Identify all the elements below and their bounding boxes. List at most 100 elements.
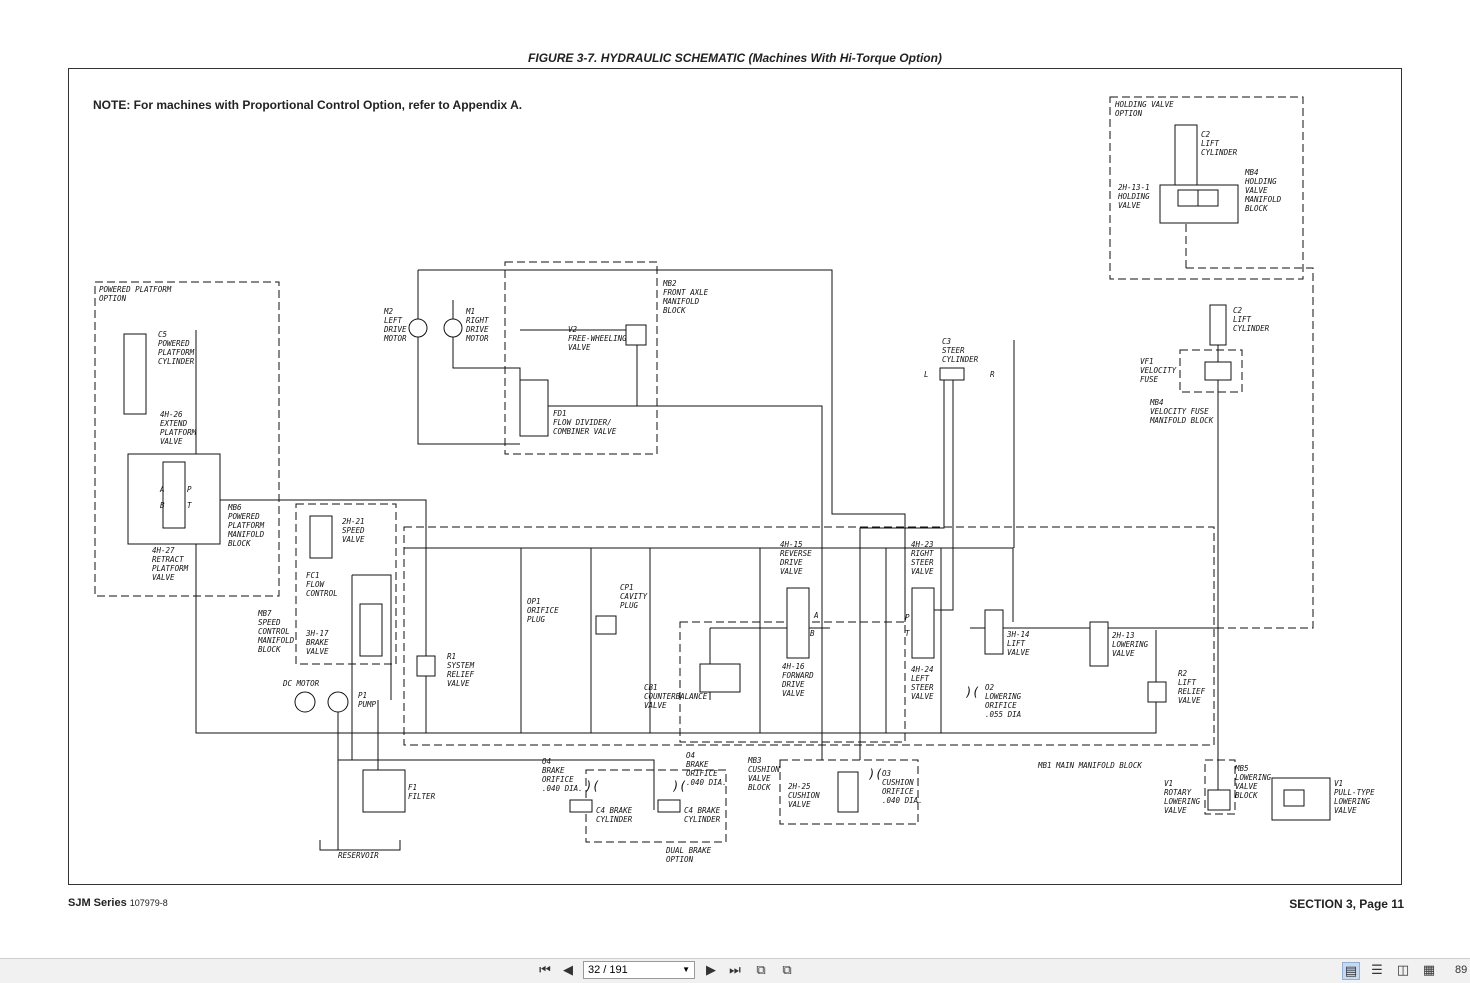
4h15-4h16-drive-valves — [786, 587, 810, 659]
continuous-view-icon[interactable]: ☰ — [1371, 963, 1383, 978]
port-label: A — [813, 611, 819, 620]
svg-text:)(: )( — [965, 685, 979, 699]
chevron-down-icon: ▼ — [682, 965, 690, 974]
single-page-view-icon[interactable]: ▤ — [1342, 962, 1360, 980]
port-label: T — [905, 629, 910, 638]
m1-right-drive-motor — [443, 318, 463, 338]
reservoir-symbol — [319, 840, 401, 851]
footer-series: SJM Series 107979-8 — [68, 897, 168, 909]
two-page-continuous-icon[interactable]: ▦ — [1422, 963, 1436, 978]
c5-powered-platform-cylinder — [123, 333, 147, 415]
page-number-select[interactable]: 32 / 191 ▼ — [583, 961, 695, 979]
footer-doc-number: 107979-8 — [129, 898, 168, 908]
cb1-counterbalance-valve — [699, 663, 741, 693]
m2-left-drive-motor — [408, 318, 428, 338]
go-back-icon[interactable]: ⧉ — [756, 963, 766, 978]
footer-series-name: SJM Series — [68, 897, 127, 909]
c2-lift-cylinder-top — [1174, 124, 1198, 186]
port-label: T — [187, 501, 192, 510]
c4-brake-cylinder-right — [657, 799, 681, 813]
fd1-flow-divider — [519, 379, 549, 437]
port-label: B — [810, 629, 815, 638]
footer-section: SECTION 3, Page 11 — [1289, 897, 1404, 911]
mb1-block-box — [403, 526, 1215, 746]
go-forward-icon[interactable]: ⧉ — [782, 963, 792, 978]
mb7-block-box — [295, 503, 397, 665]
document-page: FIGURE 3-7. HYDRAULIC SCHEMATIC (Machine… — [68, 51, 1404, 911]
last-page-icon[interactable]: ⏭ — [729, 963, 741, 978]
p1-pump — [327, 691, 349, 713]
note-text: NOTE: For machines with Proportional Con… — [93, 98, 523, 112]
2h13-lowering-valve — [1089, 621, 1109, 667]
first-page-icon[interactable]: ⏮ — [539, 963, 551, 978]
4h23-4h24-steer-valves — [911, 587, 935, 659]
r2-lift-relief-valve — [1147, 681, 1167, 703]
page-number-value: 32 / 191 — [588, 964, 628, 976]
port-label: A — [159, 485, 165, 494]
holding-valve-option-box — [1109, 96, 1304, 280]
two-page-view-icon[interactable]: ◫ — [1396, 963, 1410, 978]
label-steer-l: L — [924, 370, 929, 379]
r1-system-relief-valve — [416, 655, 436, 677]
next-page-icon[interactable]: ▶ — [706, 963, 716, 978]
label-reservoir: RESERVOIR — [338, 851, 379, 860]
zoom-level[interactable]: 89 — [1455, 964, 1468, 976]
dc-motor — [294, 691, 316, 713]
figure-title: FIGURE 3-7. HYDRAULIC SCHEMATIC (Machine… — [528, 51, 942, 65]
svg-text:)(: )( — [868, 767, 882, 781]
pdf-viewer-toolbar: ⏮ ◀ 32 / 191 ▼ ▶ ⏭ ⧉ ⧉ ▤ ☰ ◫ ▦ 89 — [0, 958, 1470, 983]
2h25-cushion-valve — [837, 771, 859, 813]
port-label: B — [160, 501, 165, 510]
3h14-lift-valve — [984, 609, 1004, 655]
vf1-velocity-fuse — [1204, 361, 1232, 381]
f1-filter — [362, 769, 406, 813]
mb2-block-box — [504, 261, 658, 455]
previous-page-icon[interactable]: ◀ — [563, 963, 573, 978]
3h17-brake-valve — [359, 603, 383, 657]
port-label: P — [187, 485, 192, 494]
c2-lift-cylinder-mid — [1209, 304, 1227, 346]
label-steer-r: R — [990, 370, 995, 379]
v2-free-wheeling-valve — [625, 324, 647, 346]
schematic-frame — [68, 68, 1402, 885]
svg-text:)(: )( — [585, 779, 599, 793]
svg-text:)(: )( — [672, 779, 686, 793]
vf1-box — [1179, 349, 1243, 393]
port-label: P — [905, 613, 910, 622]
